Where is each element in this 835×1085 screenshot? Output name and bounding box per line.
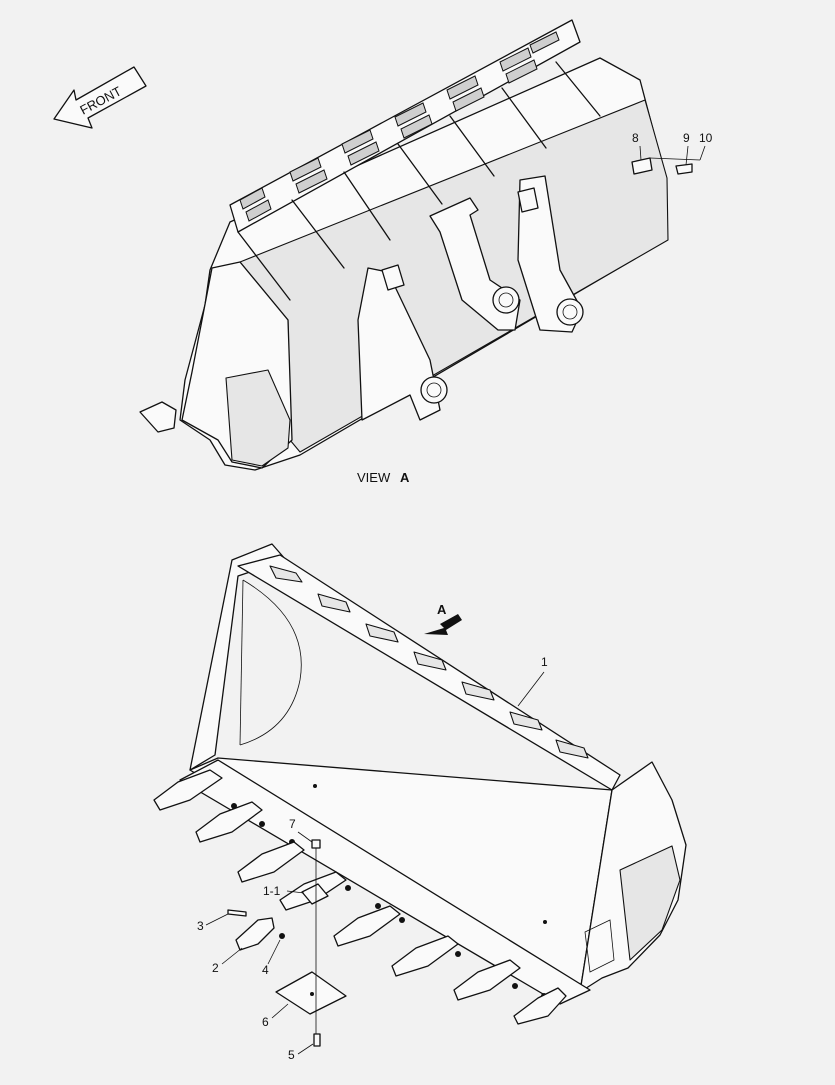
callouts-top: 8 9 10 [632, 131, 713, 166]
view-a-marker: A [424, 602, 462, 635]
plate-part-8 [631, 157, 653, 175]
callout-4: 4 [262, 963, 269, 977]
hinge-brackets [357, 175, 584, 421]
nut-part-7 [311, 839, 321, 849]
adapter-part-1-1 [301, 883, 329, 905]
callout-2: 2 [212, 961, 219, 975]
pin-part-3 [227, 909, 247, 917]
callout-10: 10 [699, 131, 713, 145]
callout-8: 8 [632, 131, 639, 145]
callout-1-1: 1-1 [263, 884, 281, 898]
plate-part-9 [675, 163, 693, 175]
callout-6: 6 [262, 1015, 269, 1029]
view-a-caption: VIEW A [357, 470, 410, 485]
callout-9: 9 [683, 131, 690, 145]
exploded-parts [227, 839, 347, 1047]
callout-3: 3 [197, 919, 204, 933]
view-caption-letter: A [400, 470, 410, 485]
callout-5: 5 [288, 1048, 295, 1062]
view-caption-prefix: VIEW [357, 470, 391, 485]
callout-1: 1 [541, 655, 548, 669]
bucket-rear-view [139, 19, 701, 471]
tooth-part-2 [235, 917, 275, 951]
front-direction-arrow: FRONT [53, 66, 147, 129]
bucket-front-view: A [153, 543, 687, 1047]
callouts-bottom: 1 7 1-1 3 2 4 6 5 [197, 655, 548, 1062]
bucket-teeth [153, 769, 567, 1025]
bolt-part-5 [313, 1033, 321, 1047]
vent-slots [239, 31, 560, 222]
callout-7: 7 [289, 817, 296, 831]
view-marker-letter: A [437, 602, 447, 617]
lock-part-4 [279, 933, 285, 939]
